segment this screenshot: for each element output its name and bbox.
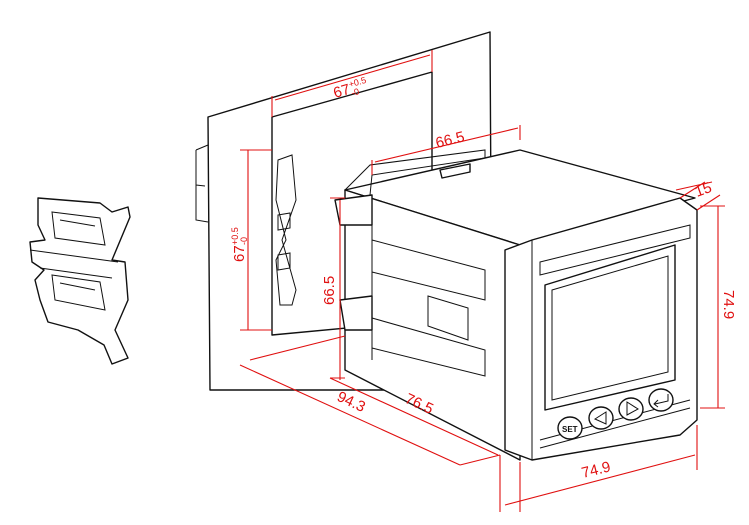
mounting-clip [29, 197, 131, 365]
front-height-label: 74.9 [720, 290, 737, 319]
body-width-label: 66.5 [434, 128, 466, 152]
total-depth-label: 94.3 [334, 388, 368, 416]
front-buttons: SET [557, 388, 674, 440]
cutout-height-tol-plus: +0.5 [230, 227, 240, 245]
bezel-depth-label: 15 [693, 179, 714, 201]
cutout-width-tol-minus: -0 [350, 86, 360, 98]
cutout-width-tol-plus: +0.5 [347, 75, 367, 90]
right-arrow-icon [626, 401, 639, 416]
body-height-label: 66.5 [321, 276, 338, 305]
left-arrow-icon [593, 411, 607, 425]
meter-front-bezel [504, 197, 698, 461]
front-width-label: 74.9 [580, 458, 612, 482]
cutout-height-tol-minus: -0 [239, 237, 249, 245]
enter-icon [653, 394, 669, 408]
set-button[interactable]: SET [557, 416, 583, 440]
cutout-width-value: 67 [331, 81, 352, 102]
enter-button[interactable] [648, 388, 674, 412]
right-button[interactable] [618, 397, 644, 421]
left-button[interactable] [588, 406, 614, 430]
set-button-label: SET [562, 425, 578, 434]
dimension-lines [239, 50, 725, 512]
cutout-height-value: 67 [231, 245, 248, 262]
